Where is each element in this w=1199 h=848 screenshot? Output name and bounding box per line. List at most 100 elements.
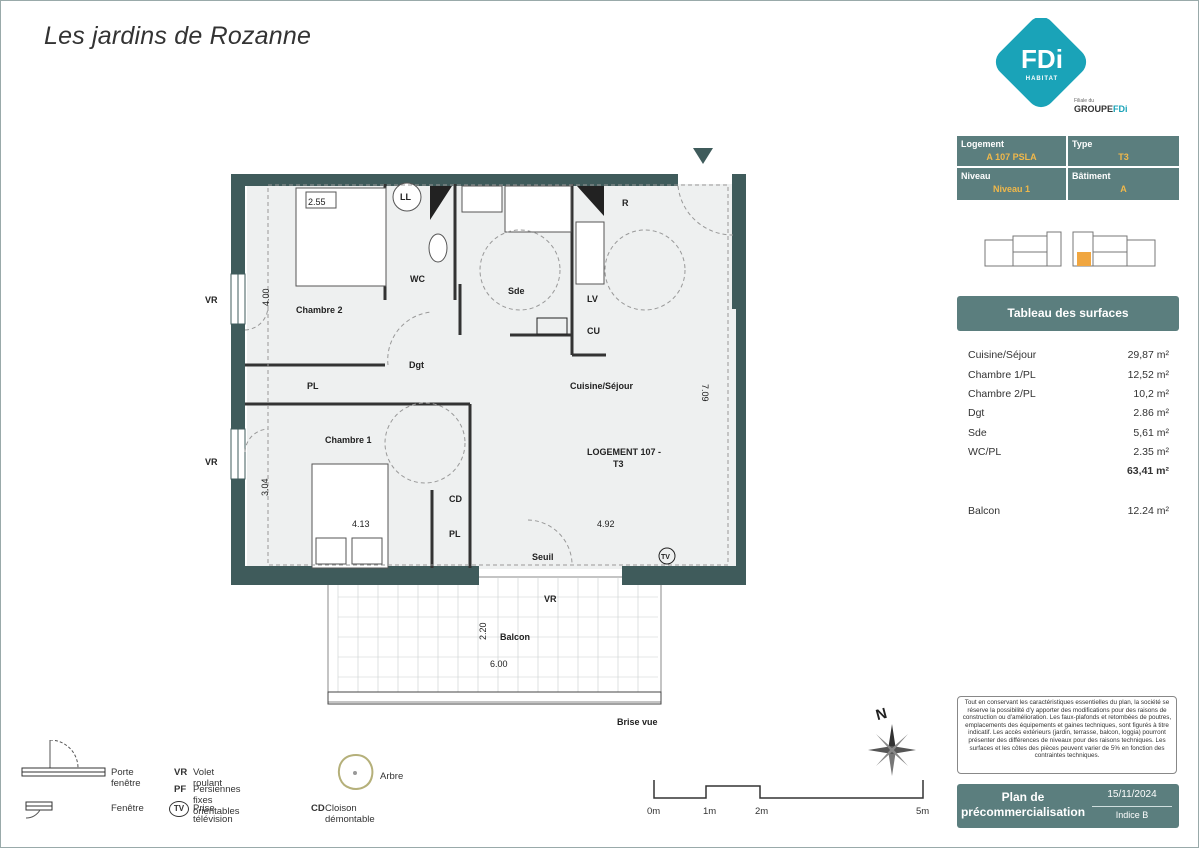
room-pl2: PL (449, 529, 461, 539)
info-type-label: Type (1072, 139, 1093, 149)
dim-709: 7.09 (700, 384, 710, 402)
plan-box-divider (1092, 806, 1172, 807)
room-wc: WC (410, 274, 425, 284)
info-logement: Logement A 107 PSLA (957, 136, 1066, 166)
key-plan-drawing (984, 231, 1156, 267)
info-batiment-label: Bâtiment (1072, 171, 1111, 181)
legend-fenetre: Fenêtre (111, 803, 144, 814)
info-type: Type T3 (1068, 136, 1179, 166)
surfaces-balcon-value: 12.24 m² (1127, 505, 1169, 517)
legend-tv-text: Prise télévision (193, 803, 233, 825)
room-balcon: Balcon (500, 632, 530, 642)
furniture (295, 182, 605, 569)
surfaces-total: 63,41 m² (1126, 465, 1169, 477)
logo-group: GROUPEFDi (1074, 104, 1128, 114)
room-cu: CU (587, 326, 600, 336)
disclaimer-text: Tout en conservant les caractéristiques … (957, 696, 1177, 774)
logo-group-suffix: FDi (1113, 104, 1128, 114)
surfaces-balcon-row: Balcon 12.24 m² (968, 505, 1169, 519)
surfaces-row-name: Chambre 2/PL (968, 388, 1036, 400)
legend-porte-fenetre: Porte fenêtre (111, 767, 141, 789)
info-niveau-value: Niveau 1 (992, 184, 1031, 194)
plan-box-label: Plan de précommercialisation (960, 790, 1086, 820)
tree-icon (337, 753, 374, 790)
surfaces-row: Chambre 2/PL 10,2 m² (968, 388, 1169, 402)
surfaces-row-value: 2.86 m² (1133, 407, 1169, 419)
surfaces-balcon-label: Balcon (968, 505, 1001, 517)
entrance-arrow-icon (693, 148, 713, 164)
tech-shafts (430, 186, 604, 335)
surfaces-row-name: WC/PL (968, 446, 1002, 458)
surfaces-row-value: 5,61 m² (1133, 427, 1169, 439)
brise-vue-label: Brise vue (617, 717, 658, 727)
legend-vr-code: VR (174, 767, 188, 778)
legend-symbols (21, 740, 106, 819)
legend-cd-text: Cloison démontable (325, 803, 375, 825)
surfaces-row-name: Sde (968, 427, 987, 439)
room-cd: CD (449, 494, 462, 504)
scale-bar (650, 780, 940, 809)
kitchen-sink (575, 221, 605, 285)
dim-492: 4.92 (597, 519, 615, 529)
surfaces-row-value: 12,52 m² (1127, 369, 1169, 381)
plan-box-date: 15/11/2024 (1107, 789, 1157, 800)
dim-413: 4.13 (352, 519, 370, 529)
surfaces-row-name: Dgt (968, 407, 985, 419)
balcony (327, 576, 662, 705)
tv-label: TV (661, 554, 670, 561)
info-batiment-value: A (1120, 184, 1127, 194)
vr-chambre2: VR (205, 295, 218, 305)
plan-box-line1: Plan de (1001, 790, 1045, 804)
fdi-logo: FDi HABITAT (990, 16, 1090, 118)
dim-220: 2.20 (478, 622, 488, 640)
legend-arbre: Arbre (380, 771, 404, 782)
room-lv: LV (587, 294, 598, 304)
logo-filiale: Filiale du (1074, 98, 1095, 104)
surfaces-row: Sde 5,61 m² (968, 427, 1169, 441)
surfaces-heading: Tableau des surfaces (957, 296, 1179, 331)
logement-line2: T3 (613, 459, 624, 469)
project-title: Les jardins de Rozanne (44, 22, 312, 50)
legend-cd-code: CD (311, 803, 325, 814)
sink-sde (461, 185, 503, 213)
compass: N (862, 705, 922, 781)
shower-tray (504, 185, 572, 233)
legend-vr-text: Volet roulant (193, 767, 223, 789)
tv-icon (658, 547, 676, 565)
info-type-value: T3 (1118, 152, 1129, 162)
plan-box-indice: Indice B (1115, 810, 1149, 820)
scale-label: 0m (647, 806, 661, 817)
toilet (428, 233, 448, 263)
surfaces-row-value: 10,2 m² (1133, 388, 1169, 400)
room-pl: PL (307, 381, 319, 391)
info-niveau-label: Niveau (961, 171, 991, 181)
scale-bar-drawing (653, 780, 924, 799)
logement-line1: LOGEMENT 107 - (587, 447, 661, 457)
surfaces-row-name: Cuisine/Séjour (968, 349, 1037, 361)
info-batiment: Bâtiment A (1068, 168, 1179, 200)
legend-pf-text: Persiennes fixes orientables (193, 784, 241, 817)
key-plan (983, 228, 1163, 281)
floor-plan: Chambre 2 Chambre 1 WC LL Sde R LV CU Dg… (205, 148, 746, 727)
clearances (244, 184, 734, 566)
room-chambre1: Chambre 1 (325, 435, 372, 445)
surfaces-total-row: 63,41 m² (968, 465, 1169, 479)
fdi-logo-shape (995, 16, 1087, 108)
dim-400: 4.00 (261, 288, 271, 306)
scale-label: 1m (703, 806, 717, 817)
logo-group-name: GROUPE (1074, 104, 1114, 114)
scale-label: 5m (916, 806, 930, 817)
compass-rose-icon (868, 724, 916, 776)
logo-subtext: HABITAT (1025, 76, 1059, 82)
seuil-label: Seuil (532, 552, 554, 562)
legend-tv-code: TV (169, 801, 189, 817)
dim-304: 3.04 (260, 478, 270, 496)
dim-255: 2.55 (308, 197, 326, 207)
vr-sejour: VR (544, 594, 557, 604)
water-heater (392, 182, 422, 212)
surfaces-row-value: 29,87 m² (1127, 349, 1169, 361)
info-logement-value: A 107 PSLA (986, 152, 1037, 162)
plan-box-line2: précommercialisation (960, 805, 1086, 819)
